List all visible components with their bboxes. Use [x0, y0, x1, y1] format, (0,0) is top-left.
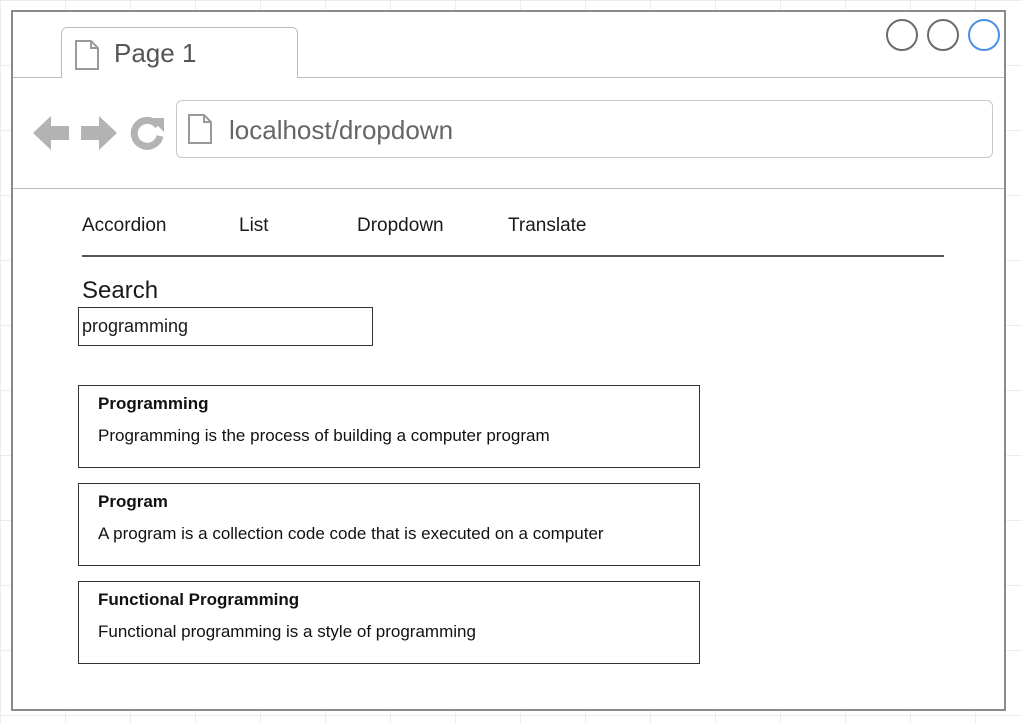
- close-button[interactable]: [968, 19, 1000, 51]
- result-card[interactable]: Programming Programming is the process o…: [78, 385, 700, 468]
- search-input[interactable]: [78, 307, 373, 346]
- result-title: Program: [98, 492, 168, 511]
- nav-item-translate[interactable]: Translate: [508, 215, 587, 236]
- address-bar[interactable]: localhost/dropdown: [176, 100, 993, 158]
- arrow-right-icon[interactable]: [79, 114, 119, 157]
- url-text: localhost/dropdown: [229, 115, 454, 145]
- nav-menu: Accordion List Dropdown Translate: [82, 189, 944, 257]
- browser-window: Page 1: [11, 10, 1006, 711]
- result-title: Programming: [98, 394, 209, 413]
- result-title: Functional Programming: [98, 590, 300, 609]
- result-card[interactable]: Functional Programming Functional progra…: [78, 581, 700, 664]
- arrow-left-icon[interactable]: [31, 114, 71, 157]
- result-description: A program is a collection code code that…: [98, 524, 604, 543]
- page-icon: [74, 40, 100, 75]
- result-description: Functional programming is a style of pro…: [98, 622, 476, 641]
- result-description: Programming is the process of building a…: [98, 426, 550, 445]
- browser-tab[interactable]: Page 1: [61, 27, 298, 78]
- minimize-button[interactable]: [886, 19, 918, 51]
- result-card[interactable]: Program A program is a collection code c…: [78, 483, 700, 566]
- maximize-button[interactable]: [927, 19, 959, 51]
- reload-icon[interactable]: [128, 114, 166, 157]
- nav-item-list[interactable]: List: [239, 215, 269, 236]
- tab-strip: Page 1: [13, 12, 1004, 78]
- nav-item-accordion[interactable]: Accordion: [82, 215, 167, 236]
- results-list: Programming Programming is the process o…: [78, 385, 700, 679]
- search-label: Search: [82, 277, 159, 304]
- address-toolbar: localhost/dropdown: [13, 78, 1004, 189]
- tab-title: Page 1: [114, 38, 197, 68]
- nav-item-dropdown[interactable]: Dropdown: [357, 215, 444, 236]
- page-icon: [187, 114, 213, 149]
